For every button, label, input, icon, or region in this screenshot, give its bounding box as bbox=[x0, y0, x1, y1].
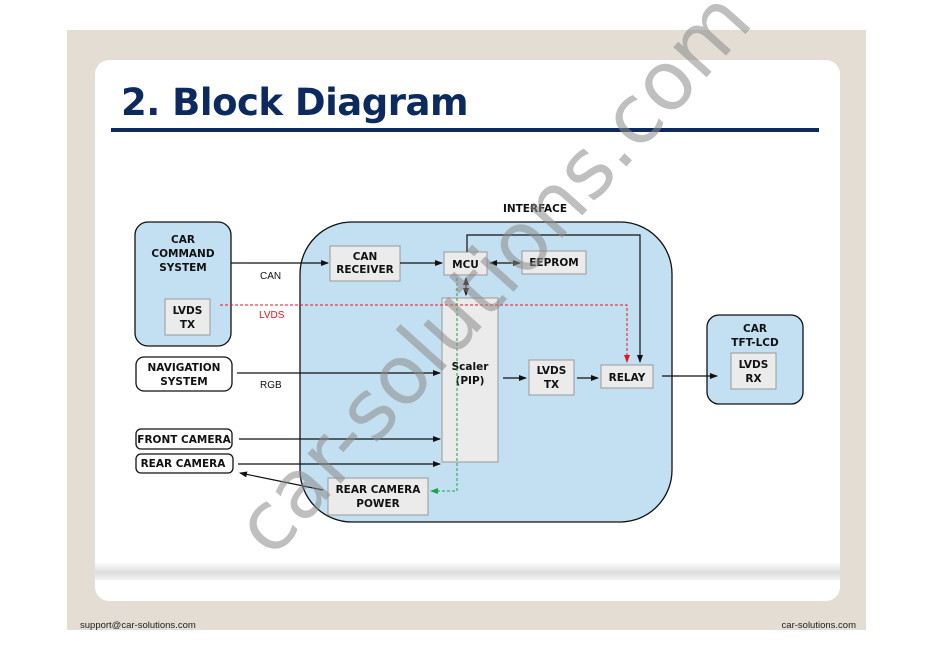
rear-camera-node: REAR CAMERA bbox=[135, 453, 234, 474]
lvds-rx-block bbox=[730, 352, 777, 390]
signal-label-rgb: RGB bbox=[260, 380, 282, 391]
lvds-tx-line2: TX bbox=[544, 379, 559, 391]
title-underline bbox=[111, 128, 819, 132]
eeprom-label: EEPROM bbox=[529, 257, 579, 269]
edge-rear-camera-power bbox=[239, 471, 324, 491]
footer-website: car-solutions.com bbox=[781, 620, 856, 631]
car-tft-lcd-line2: TFT-LCD bbox=[731, 337, 779, 349]
rear-camera-power-line2: POWER bbox=[356, 498, 399, 510]
car-command-lvds-tx-line2: TX bbox=[180, 319, 195, 331]
rear-camera-power-line1: REAR CAMERA bbox=[336, 484, 422, 496]
mcu-block: MCU bbox=[443, 251, 488, 276]
car-command-line1: CAR bbox=[171, 234, 195, 246]
edge-mcu-relay bbox=[466, 234, 643, 363]
navigation-system-node: NAVIGATION SYSTEM bbox=[135, 356, 233, 392]
eeprom-block: EEPROM bbox=[521, 250, 587, 275]
interface-label: INTERFACE bbox=[503, 203, 567, 215]
page-title: 2. Block Diagram bbox=[121, 81, 469, 124]
signal-label-can: CAN bbox=[260, 271, 281, 282]
relay-label: RELAY bbox=[609, 372, 646, 384]
relay-block: RELAY bbox=[600, 364, 654, 389]
can-receiver-block: CAN RECEIVER bbox=[329, 245, 401, 282]
front-camera-label: FRONT CAMERA bbox=[137, 434, 231, 446]
scaler-line1: Scaler bbox=[452, 361, 490, 373]
car-command-lvds-tx-block bbox=[164, 298, 211, 336]
car-command-system-node: CAR COMMAND SYSTEM LVDS TX bbox=[134, 221, 232, 347]
signal-label-lvds: LVDS bbox=[259, 310, 285, 321]
edge-mcu-power-dashed bbox=[430, 278, 458, 494]
car-tft-lcd-line1: CAR bbox=[743, 323, 767, 335]
footer-email: support@car-solutions.com bbox=[80, 620, 196, 631]
slide-bottom-shade bbox=[95, 562, 840, 580]
can-receiver-line1: CAN bbox=[353, 251, 378, 263]
lvds-tx-line1: LVDS bbox=[537, 365, 567, 377]
car-command-line3: SYSTEM bbox=[159, 262, 207, 274]
scaler-block: Scaler (PIP) bbox=[441, 297, 499, 463]
lvds-tx-block: LVDS TX bbox=[528, 359, 575, 396]
rear-camera-label: REAR CAMERA bbox=[141, 458, 227, 470]
car-command-lvds-tx-line1: LVDS bbox=[173, 305, 203, 317]
car-command-line2: COMMAND bbox=[151, 248, 214, 260]
car-tft-lcd-node: CAR TFT-LCD LVDS RX bbox=[706, 314, 804, 405]
navigation-line2: SYSTEM bbox=[160, 376, 208, 388]
front-camera-node: FRONT CAMERA bbox=[135, 428, 233, 450]
lvds-rx-line1: LVDS bbox=[739, 359, 769, 371]
mcu-label: MCU bbox=[452, 259, 479, 271]
can-receiver-line2: RECEIVER bbox=[336, 264, 393, 276]
rear-camera-power-block: REAR CAMERA POWER bbox=[327, 477, 429, 516]
navigation-line1: NAVIGATION bbox=[148, 362, 221, 374]
scaler-line2: (PIP) bbox=[456, 375, 485, 387]
edge-lvds-dashed bbox=[220, 304, 630, 363]
lvds-rx-line2: RX bbox=[745, 373, 761, 385]
